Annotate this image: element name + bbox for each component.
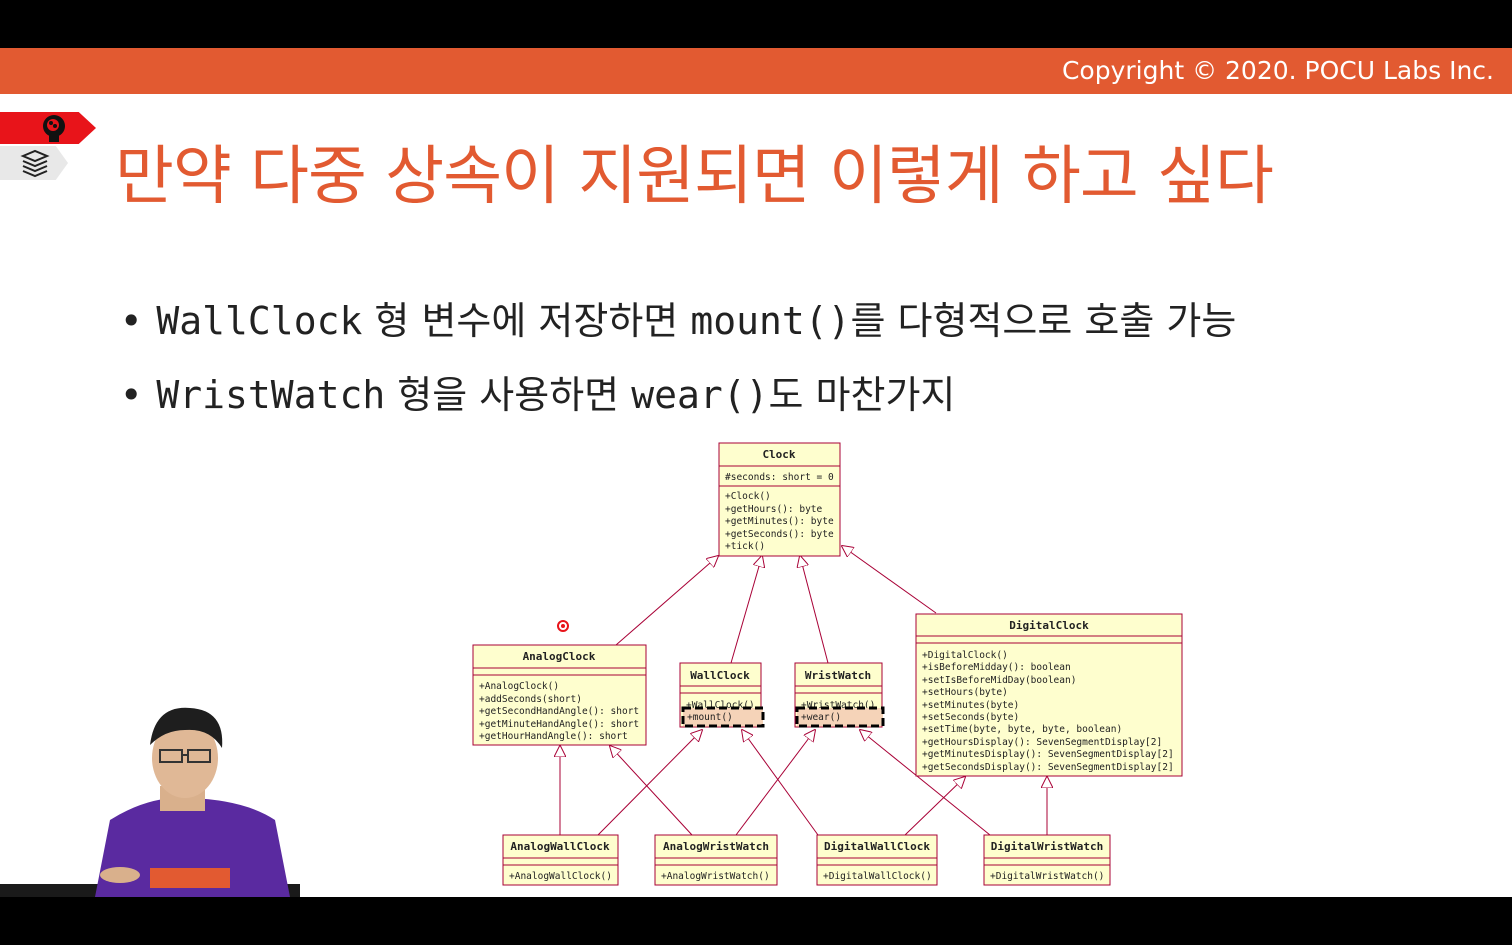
- method: +AnalogClock(): [479, 681, 559, 692]
- bullet-1-code: WallClock: [156, 299, 363, 343]
- presenter-video: [0, 707, 300, 897]
- method: +getMinutesDisplay(): SevenSegmentDispla…: [922, 749, 1174, 760]
- method: +tick(): [725, 541, 765, 552]
- uml-class-analog-clock: AnalogClock +AnalogClock() +addSeconds(s…: [472, 644, 647, 746]
- method: +DigitalWallClock(): [823, 871, 932, 882]
- method: +WallClock(): [686, 700, 755, 711]
- bullet-dot: •: [120, 373, 143, 417]
- bullet-1: • WallClock 형 변수에 저장하면 mount()를 다형적으로 호출 …: [120, 290, 1236, 345]
- uml-class-digital-wrist-watch: DigitalWristWatch +DigitalWristWatch(): [983, 834, 1111, 886]
- uml-class-digital-wall-clock: DigitalWallClock +DigitalWallClock(): [816, 834, 938, 886]
- bullet-dot: •: [120, 299, 143, 343]
- bullet-2-text1: 형을 사용하면: [385, 373, 632, 417]
- class-name: AnalogWristWatch: [663, 840, 769, 853]
- method: +AnalogWristWatch(): [661, 871, 770, 882]
- method: +addSeconds(short): [479, 694, 582, 705]
- method: +AnalogWallClock(): [509, 871, 612, 882]
- brain-head-icon: [43, 115, 65, 142]
- bullet-2: • WristWatch 형을 사용하면 wear()도 마찬가지: [120, 364, 955, 419]
- bullet-2-text2: 도 마찬가지: [768, 373, 956, 417]
- method: +DigitalWristWatch(): [990, 871, 1104, 882]
- highlight-box: [681, 706, 765, 728]
- uml-class-wrist-watch: WristWatch +WristWatch() +wear(): [794, 662, 885, 728]
- method: +DigitalClock(): [922, 650, 1008, 661]
- uml-class-analog-wrist-watch: AnalogWristWatch +AnalogWristWatch(): [654, 834, 778, 886]
- method: +getHoursDisplay(): SevenSegmentDisplay[…: [922, 737, 1162, 748]
- method: +getSecondHandAngle(): short: [479, 706, 639, 717]
- bullet-1-code2: mount(): [690, 299, 851, 343]
- method: +WristWatch(): [801, 700, 875, 711]
- method: +isBeforeMidday(): boolean: [922, 662, 1071, 673]
- class-name: WallClock: [690, 669, 750, 682]
- method: +getSecondsDisplay(): SevenSegmentDispla…: [922, 762, 1174, 773]
- method: +setMinutes(byte): [922, 700, 1019, 711]
- method: +setHours(byte): [922, 687, 1008, 698]
- method: +setSeconds(byte): [922, 712, 1019, 723]
- method: +Clock(): [725, 491, 771, 502]
- method: +setTime(byte, byte, byte, boolean): [922, 724, 1122, 735]
- uml-class-digital-clock: DigitalClock +DigitalClock() +isBeforeMi…: [915, 613, 1183, 777]
- inheritance-arrows: [560, 546, 1047, 836]
- class-name: Clock: [762, 448, 795, 461]
- class-name: WristWatch: [805, 669, 871, 682]
- method-highlighted: +wear(): [801, 712, 841, 723]
- class-name: DigitalClock: [1009, 619, 1089, 632]
- highlight-box: [795, 706, 885, 728]
- field: #seconds: short = 0: [725, 472, 834, 483]
- uml-class-wall-clock: WallClock +WallClock() +mount(): [679, 662, 765, 728]
- bullet-2-code: WristWatch: [156, 373, 386, 417]
- uml-class-analog-wall-clock: AnalogWallClock +AnalogWallClock(): [502, 834, 619, 886]
- top-letterbox: [0, 0, 1512, 48]
- class-name: DigitalWallClock: [824, 840, 930, 853]
- laser-pointer-dot: [557, 620, 569, 632]
- bullet-1-text2: 를 다형적으로 호출 가능: [850, 299, 1237, 343]
- book-stack-icon: [20, 149, 50, 178]
- method: +getHourHandAngle(): short: [479, 731, 628, 742]
- class-name: AnalogClock: [523, 650, 596, 663]
- method: +setIsBeforeMidDay(boolean): [922, 675, 1076, 686]
- method: +getSeconds(): byte: [725, 529, 834, 540]
- method: +getMinuteHandAngle(): short: [479, 719, 639, 730]
- method-highlighted: +mount(): [687, 712, 733, 723]
- method: +getMinutes(): byte: [725, 516, 834, 527]
- slide-title: 만약 다중 상속이 지원되면 이렇게 하고 싶다: [115, 140, 1274, 214]
- copyright-text: Copyright © 2020. POCU Labs Inc.: [1061, 56, 1494, 85]
- uml-class-clock: Clock #seconds: short = 0 +Clock() +getH…: [718, 442, 841, 557]
- bottom-letterbox: [0, 897, 1512, 945]
- header-bar: [0, 48, 1512, 94]
- bullet-2-code2: wear(): [631, 373, 769, 417]
- class-name: AnalogWallClock: [510, 840, 610, 853]
- method: +getHours(): byte: [725, 504, 823, 515]
- class-name: DigitalWristWatch: [991, 840, 1104, 853]
- bullet-1-text1: 형 변수에 저장하면: [362, 299, 691, 343]
